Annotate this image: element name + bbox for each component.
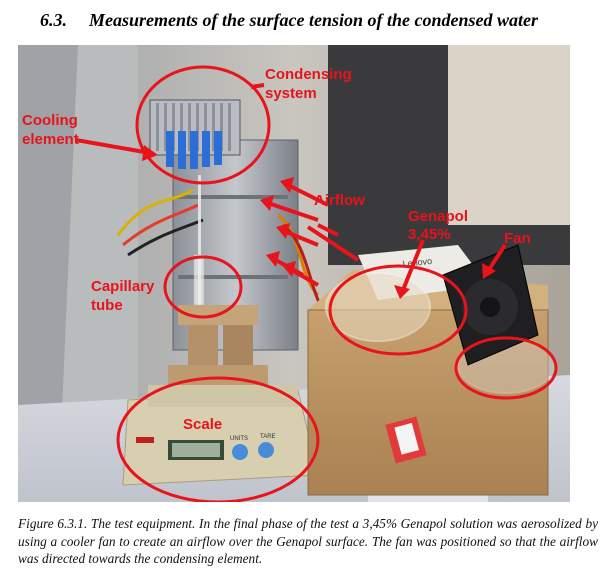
genapol-circle [328,264,468,356]
scale-circle [116,376,320,502]
annotation-airflow: Airflow [314,192,365,209]
figure-photo: UNITS TARE Lenovo [18,45,570,502]
fan-dish-circle [454,336,558,400]
test-equipment-photo: UNITS TARE Lenovo [18,45,570,502]
annotation-genapol-line1: Genapol [408,208,468,225]
annotation-fan: Fan [504,230,531,247]
annotation-genapol-line2: 3,45% [408,226,451,243]
figure-caption: Figure 6.3.1. The test equipment. In the… [18,516,598,566]
capillary-tube-circle [163,255,243,319]
annotation-capillary-line1: Capillary [91,278,155,295]
annotation-scale: Scale [183,416,222,433]
annotation-condensing-line2: system [265,85,317,102]
annotation-cooling-line2: element [22,131,79,148]
section-number: 6.3. [40,10,67,30]
annotation-capillary-line2: tube [91,297,123,314]
annotation-condensing-line1: Condensing [265,66,352,83]
section-title: Measurements of the surface tension of t… [89,10,539,30]
annotation-cooling-line1: Cooling [22,112,78,129]
condensing-system-circle [135,65,271,185]
section-heading: 6.3. Measurements of the surface tension … [40,10,590,31]
scale-tare-label: TARE [260,434,276,440]
scale-units-label: UNITS [230,436,248,442]
